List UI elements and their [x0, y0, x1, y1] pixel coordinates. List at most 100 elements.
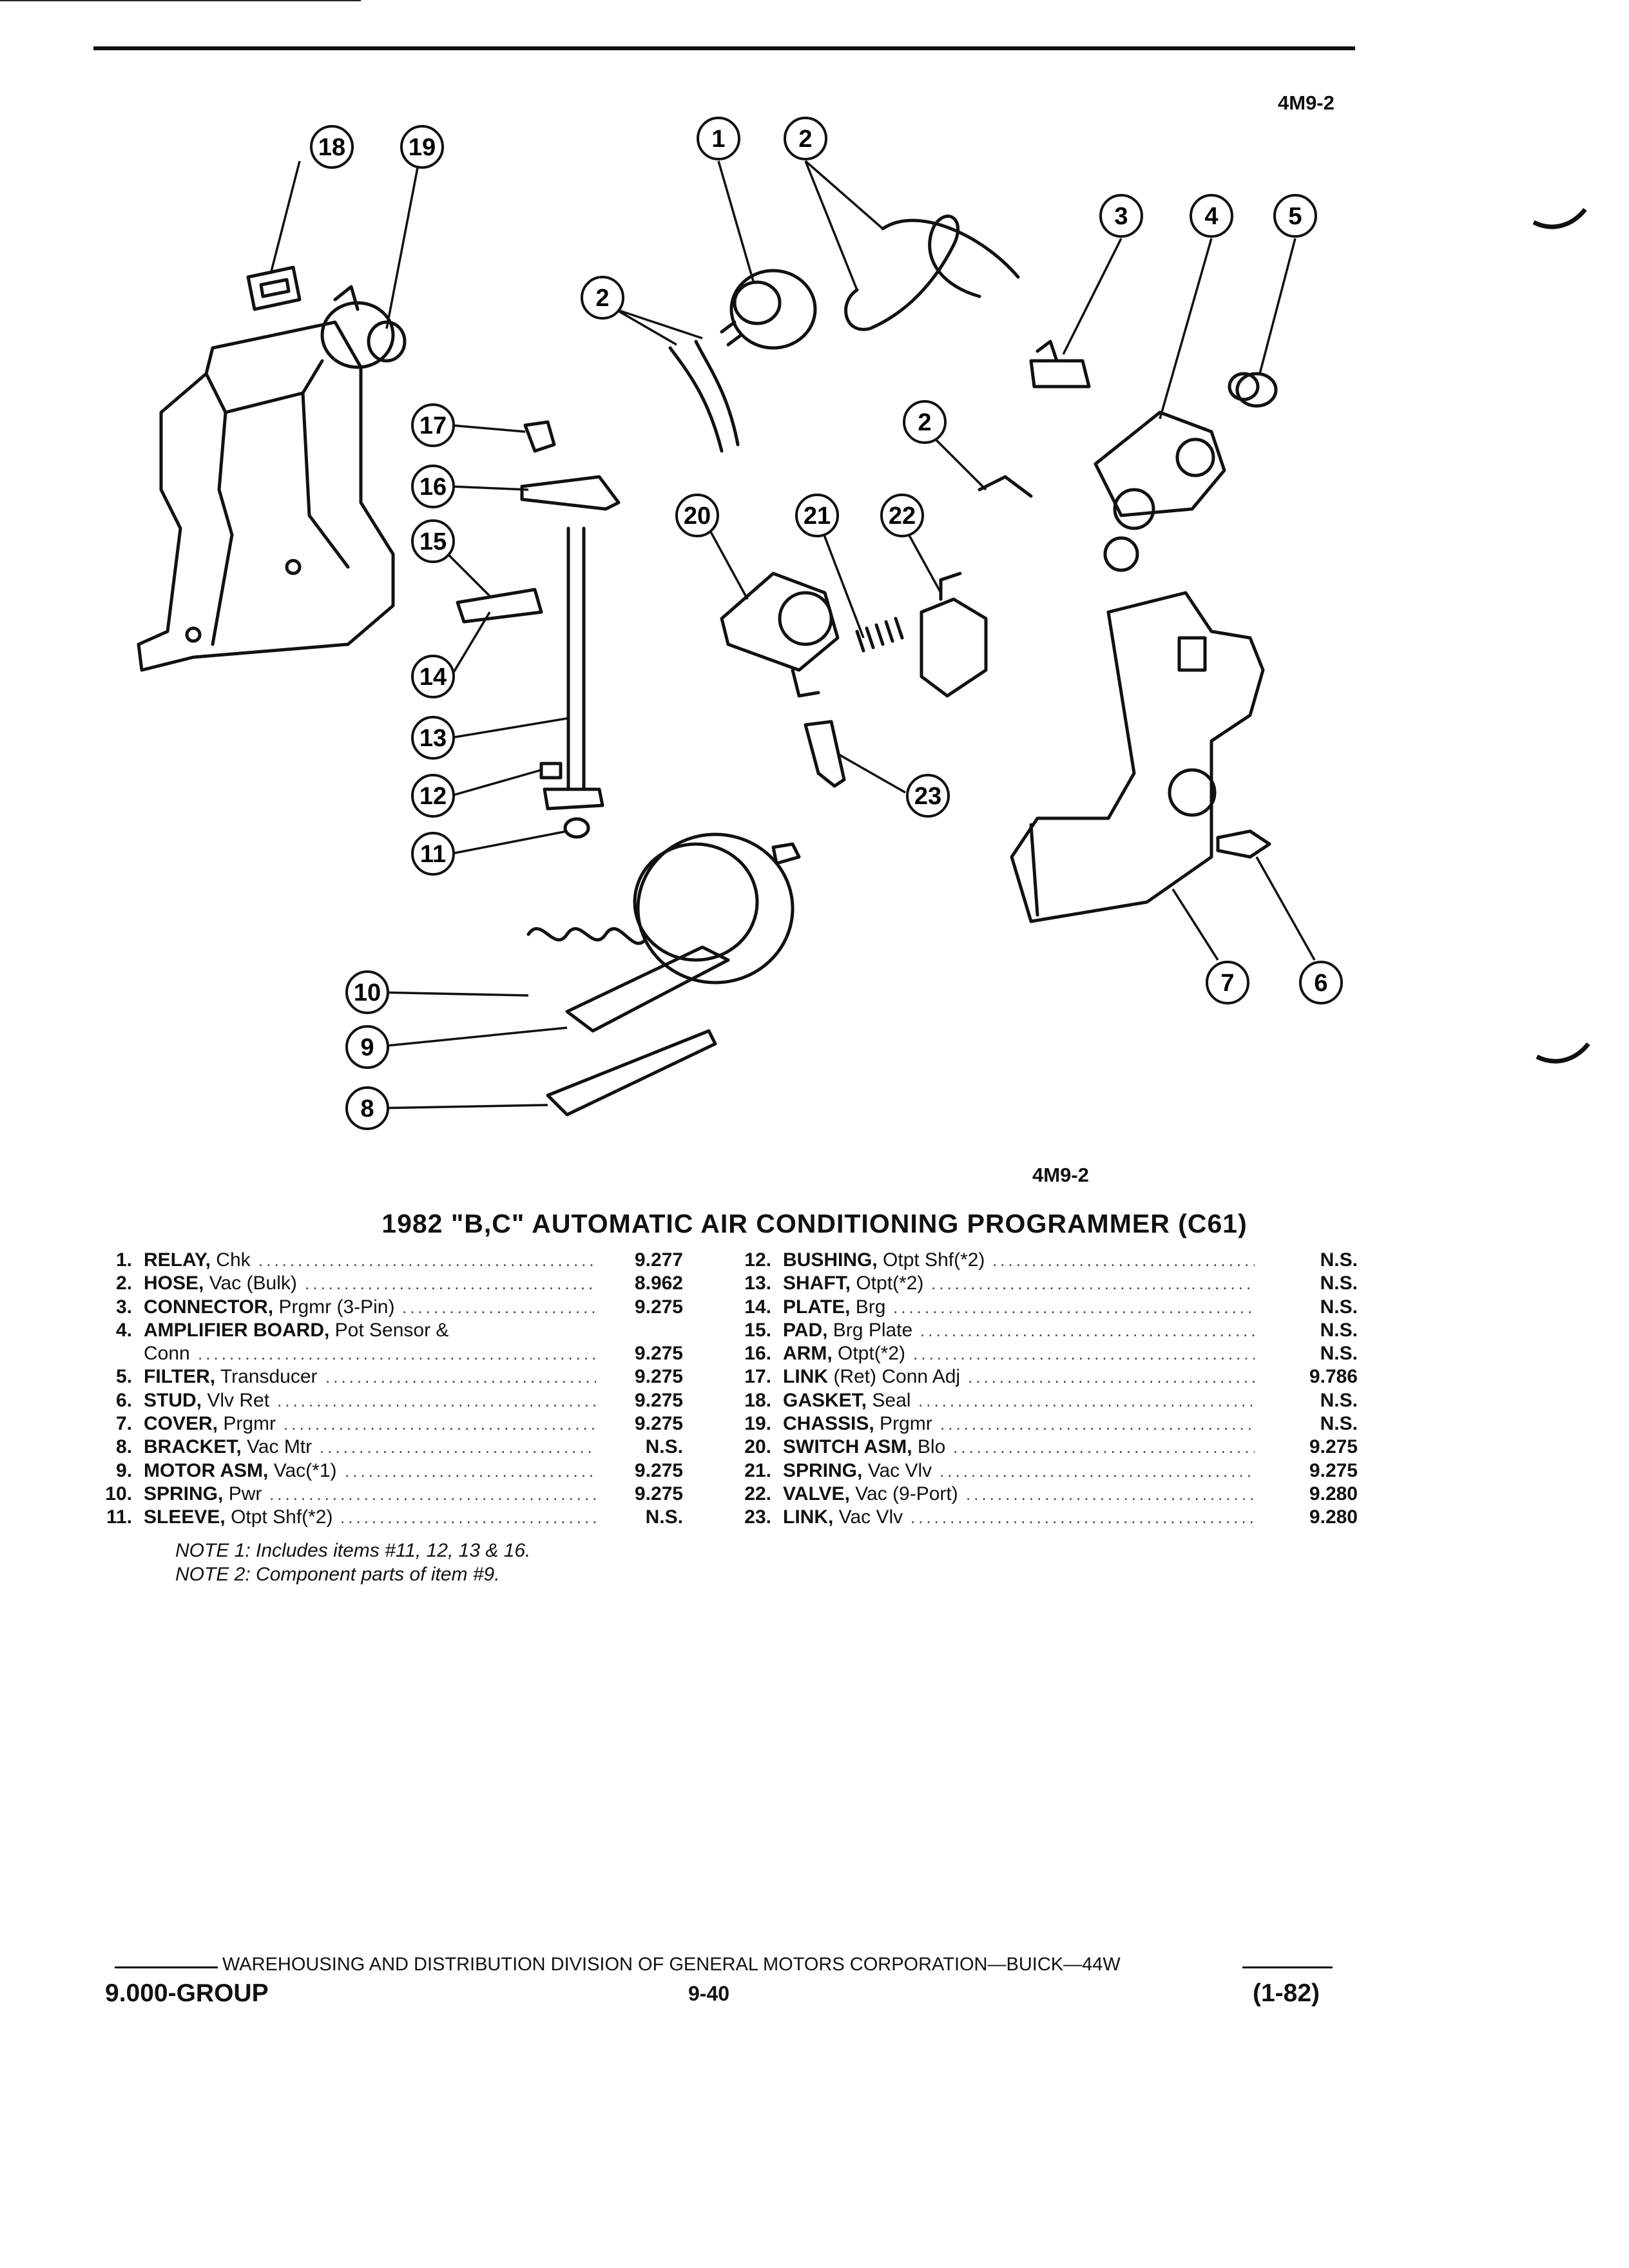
part-detail: Brg — [855, 1296, 886, 1318]
part-detail: Vlv Ret — [207, 1389, 270, 1411]
part-name: STUD, — [144, 1389, 202, 1411]
part-description: RELAY, Chk — [144, 1249, 251, 1272]
group-number: 9.275 — [634, 1296, 683, 1318]
part-description: GASKET, Seal — [783, 1389, 911, 1412]
part-number: 18. — [744, 1389, 771, 1411]
dot-leader: ........................................… — [284, 1414, 596, 1434]
part-detail: (Ret) Conn Adj — [833, 1366, 961, 1388]
callout-13: 13 — [411, 716, 455, 760]
dot-leader: ........................................… — [277, 1390, 596, 1410]
parts-row: Conn....................................… — [93, 1342, 686, 1365]
callout-label: 11 — [420, 841, 446, 868]
dot-leader: ........................................… — [320, 1437, 596, 1457]
part-number: 16. — [744, 1343, 771, 1365]
part-description: PLATE, Brg — [783, 1296, 885, 1319]
part-number: 20. — [744, 1436, 771, 1458]
part-number: 22. — [744, 1483, 771, 1504]
parts-row: 15.PAD, Brg Plate.......................… — [733, 1319, 1364, 1342]
dot-leader: ........................................… — [913, 1344, 1255, 1364]
part-number: 9. — [115, 1459, 132, 1481]
group-number: 9.275 — [634, 1343, 683, 1365]
footer-division-text: WAREHOUSING AND DISTRIBUTION DIVISION OF… — [222, 1954, 1121, 1975]
callout-6: 6 — [1299, 961, 1343, 1004]
callout-2a: 2 — [784, 117, 827, 160]
part-description: STUD, Vlv Ret — [144, 1389, 269, 1412]
part-detail: Vac Vlv — [867, 1459, 932, 1481]
part-name: PLATE, — [783, 1296, 851, 1318]
part-number: 3. — [115, 1296, 132, 1318]
parts-row: 5.FILTER, Transducer....................… — [93, 1365, 686, 1389]
dot-leader: ........................................… — [198, 1344, 596, 1364]
dot-leader: ........................................… — [940, 1461, 1255, 1481]
part-number: 6. — [115, 1389, 132, 1411]
part-number: 23. — [744, 1506, 771, 1528]
part-number: 10. — [105, 1483, 132, 1504]
part-number: 15. — [744, 1319, 771, 1341]
group-number: 9.275 — [1309, 1436, 1358, 1458]
part-description: ARM, Otpt(*2) — [783, 1342, 905, 1365]
callout-11: 11 — [411, 832, 455, 876]
dot-leader: ........................................… — [940, 1414, 1255, 1434]
callout-label: 7 — [1220, 970, 1234, 997]
dot-leader: ........................................… — [325, 1367, 596, 1387]
parts-list-left: 1.RELAY, Chk............................… — [93, 1249, 686, 1530]
callout-2b: 2 — [581, 276, 624, 320]
part-name: HOSE, — [144, 1273, 204, 1294]
dot-leader: ........................................… — [966, 1484, 1255, 1504]
callout-21: 21 — [795, 494, 839, 537]
gasket-part-18 — [246, 265, 302, 311]
hose-part-2 — [668, 215, 1033, 498]
callout-label: 2 — [798, 126, 812, 153]
part-detail: Prgmr — [223, 1413, 276, 1435]
part-detail: Blo — [917, 1436, 946, 1458]
part-name: RELAY, — [144, 1249, 211, 1271]
callout-15: 15 — [411, 519, 455, 563]
relay-part-1 — [720, 269, 817, 350]
part-number: 5. — [115, 1366, 132, 1388]
part-name: SHAFT, — [783, 1273, 851, 1294]
part-description: Conn — [144, 1342, 190, 1365]
callout-label: 15 — [419, 528, 447, 555]
callout-label: 23 — [914, 783, 941, 810]
callout-7: 7 — [1206, 961, 1249, 1004]
group-number: 9.280 — [1309, 1506, 1358, 1528]
parts-row: 13.SHAFT, Otpt(*2)......................… — [733, 1272, 1364, 1295]
part-detail: Otpt(*2) — [838, 1343, 906, 1365]
parts-row: 17.LINK (Ret) Conn Adj..................… — [733, 1365, 1364, 1389]
part-detail: Seal — [872, 1389, 911, 1411]
group-number: N.S. — [645, 1436, 683, 1458]
callout-label: 22 — [889, 503, 916, 530]
footer-date: (1-82) — [1253, 1979, 1320, 2007]
dot-leader: ........................................… — [345, 1461, 596, 1481]
footer-rule-left — [115, 1966, 218, 1968]
part-detail: Vac Mtr — [247, 1436, 313, 1458]
figure-code-top: 4M9-2 — [1278, 91, 1335, 114]
callout-label: 9 — [360, 1034, 374, 1061]
callout-4: 4 — [1190, 194, 1233, 238]
callout-3: 3 — [1099, 194, 1143, 238]
group-number: 9.786 — [1309, 1366, 1358, 1388]
group-number: 9.275 — [634, 1413, 683, 1435]
part-description: SWITCH ASM, Blo — [783, 1436, 945, 1459]
part-number: 17. — [744, 1366, 771, 1388]
group-number: 9.275 — [634, 1483, 683, 1504]
binder-marks — [1532, 207, 1590, 1064]
part-name: FILTER, — [144, 1366, 216, 1388]
part-description: VALVE, Vac (9-Port) — [783, 1483, 958, 1506]
parts-row: 21.SPRING, Vac Vlv......................… — [733, 1459, 1364, 1483]
part-number: 7. — [115, 1413, 132, 1435]
dot-leader: ........................................… — [911, 1508, 1255, 1528]
filter-part-5 — [1228, 372, 1278, 408]
callout-label: 18 — [318, 134, 345, 161]
part-description: AMPLIFIER BOARD, Pot Sensor & — [144, 1319, 448, 1342]
part-detail: Otpt(*2) — [856, 1273, 924, 1294]
part-number: 12. — [744, 1249, 771, 1271]
dot-leader: ........................................… — [968, 1367, 1255, 1387]
part-name: SPRING, — [783, 1459, 863, 1481]
part-number: 4. — [115, 1319, 132, 1341]
callout-5: 5 — [1273, 194, 1317, 238]
dot-leader: ........................................… — [269, 1484, 596, 1504]
part-detail: Prgmr (3-Pin) — [278, 1296, 395, 1318]
part-name: SPRING, — [144, 1483, 224, 1504]
group-number: 9.275 — [634, 1459, 683, 1481]
